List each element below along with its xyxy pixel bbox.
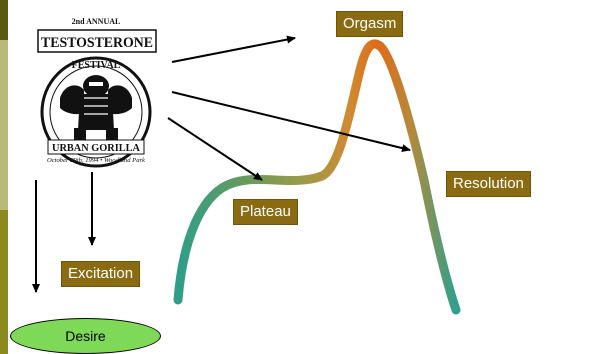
response-curve (178, 44, 456, 310)
arrow-to-orgasm (172, 38, 295, 62)
label-desire-text: Desire (65, 328, 105, 344)
label-desire: Desire (10, 318, 161, 354)
arrow-to-resolution (172, 92, 410, 150)
label-orgasm: Orgasm (336, 11, 403, 37)
festival-logo: 2nd ANNUAL TESTOSTERONE FESTIVAL URBAN G… (38, 17, 156, 166)
logo-subtitle: FESTIVAL (72, 60, 121, 71)
logo-title: TESTOSTERONE (41, 35, 153, 51)
arrow-to-plateau (168, 118, 262, 180)
label-resolution: Resolution (446, 171, 531, 197)
logo-ring-text: October 29th, 1994 • Woodland Park (47, 157, 145, 164)
label-plateau: Plateau (233, 199, 298, 225)
label-excitation: Excitation (61, 261, 140, 287)
logo-top-badge: 2nd ANNUAL (72, 17, 121, 26)
logo-footer: URBAN GORILLA (52, 143, 141, 154)
